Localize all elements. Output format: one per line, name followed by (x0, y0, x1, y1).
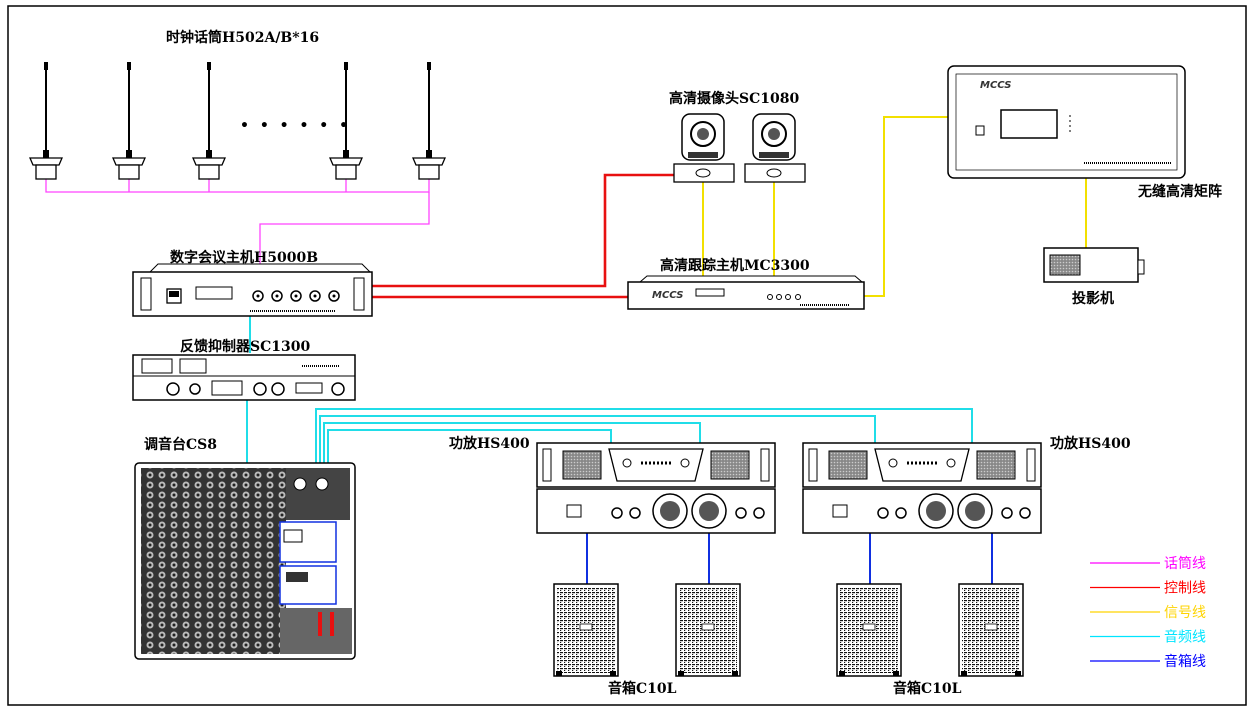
feedback-suppressor (132, 354, 356, 401)
microphone-5 (412, 62, 446, 180)
projector (1043, 247, 1145, 283)
projector-label: 投影机 (1072, 290, 1114, 307)
tracker-label: 高清跟踪主机MC3300 (660, 257, 810, 274)
mics-ellipsis: • • • • • • (240, 118, 351, 134)
microphone-2 (112, 62, 146, 180)
matrix-brand: MCCS (980, 80, 1011, 91)
legend-item-1: 话筒线 (1090, 555, 1206, 572)
microphone-4 (329, 62, 363, 180)
speaker-left-label: 音箱C10L (608, 680, 677, 697)
microphone-1 (29, 62, 63, 180)
legend-item-2: 控制线 (1090, 581, 1206, 597)
mics-label: 时钟话筒H502A/B*16 (166, 29, 319, 46)
camera-right (744, 113, 806, 183)
camera-label: 高清摄像头SC1080 (669, 90, 799, 107)
mixer (134, 462, 356, 660)
speaker-group (553, 583, 1024, 677)
feedback-label: 反馈抑制器SC1300 (180, 338, 310, 355)
amp-left-label: 功放HS400 (449, 435, 530, 452)
tracker-brand: MCCS (652, 290, 683, 301)
camera-left (673, 113, 735, 183)
speaker-1 (553, 583, 619, 677)
signal-line (702, 116, 1087, 297)
legend-item-3: 信号线 (1090, 605, 1206, 621)
legend-item-5: 音箱线 (1090, 653, 1206, 670)
diagram-frame (7, 5, 1247, 706)
mixer-label: 调音台CS8 (144, 436, 217, 453)
tracking-host: MCCS (627, 275, 865, 310)
legend-label: 话筒线 (1164, 555, 1206, 572)
legend-item-4: 音频线 (1090, 629, 1206, 646)
legend-label: 音箱线 (1164, 653, 1206, 670)
host-label: 数字会议主机H5000B (170, 249, 318, 266)
amplifier-left (536, 442, 776, 534)
speaker-line (586, 530, 993, 584)
audio-line (246, 316, 973, 463)
legend-label: 控制线 (1164, 581, 1206, 597)
control-line (372, 173, 678, 299)
speaker-2 (675, 583, 741, 677)
speaker-right-label: 音箱C10L (893, 680, 962, 697)
speaker-3 (836, 583, 902, 677)
legend-label: 音频线 (1164, 629, 1206, 646)
amplifier-right (802, 442, 1042, 534)
hd-matrix: MCCS (947, 65, 1186, 179)
microphone-group (29, 62, 446, 180)
amp-right-label: 功放HS400 (1050, 435, 1131, 452)
legend-label: 信号线 (1164, 605, 1206, 621)
speaker-4 (958, 583, 1024, 677)
mic-line-bus (45, 178, 430, 272)
microphone-3 (192, 62, 226, 180)
conference-host (132, 263, 373, 317)
matrix-label: 无缝高清矩阵 (1137, 183, 1222, 200)
